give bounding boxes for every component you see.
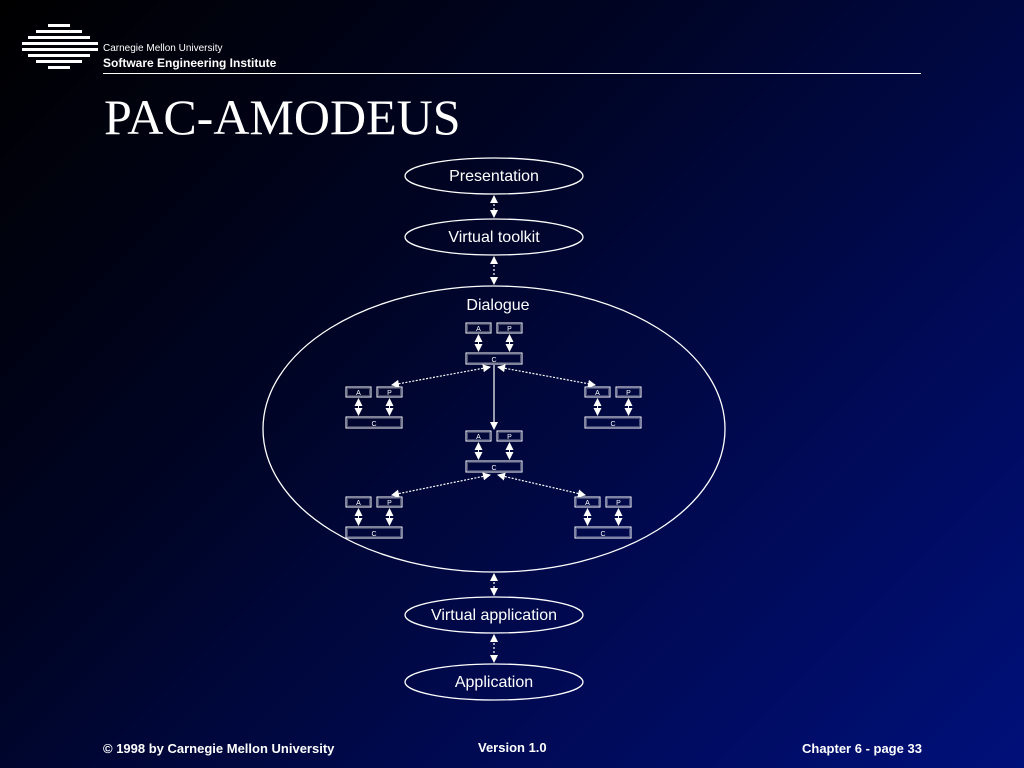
control-facet-label: C: [371, 421, 376, 428]
pac-agent-middle: A P C: [465, 430, 523, 473]
presentation-facet-label: P: [626, 390, 631, 397]
presentation-facet: [376, 386, 403, 398]
agent-link-root-to-left-1: [391, 364, 491, 388]
application-layer-node: [404, 663, 584, 701]
virtual-application-layer-label: Virtual application: [431, 607, 557, 624]
abstraction-facet-label: A: [585, 500, 590, 507]
footer-copyright: © 1998 by Carnegie Mellon University: [103, 741, 335, 756]
abstraction-facet-label: A: [476, 434, 481, 441]
agent-link-middle-to-right-2: [497, 472, 586, 498]
abstraction-facet-inner: [347, 498, 370, 506]
control-facet-label: C: [600, 531, 605, 538]
org-name-institute: Software Engineering Institute: [103, 56, 277, 70]
presentation-facet-label: P: [507, 434, 512, 441]
pac-agent-right-2: A P C: [574, 496, 632, 539]
control-facet-inner: [467, 354, 521, 363]
control-facet-inner: [586, 418, 640, 427]
abstraction-facet-inner: [586, 388, 609, 396]
pac-agent-left-2: A P C: [345, 496, 403, 539]
presentation-facet: [376, 496, 403, 508]
presentation-layer-node: [404, 157, 584, 195]
dialogue-layer-node: [262, 285, 726, 573]
presentation-facet: [605, 496, 632, 508]
control-facet-label: C: [610, 421, 615, 428]
agent-link-root-to-right-1: [497, 364, 596, 388]
abstraction-facet: [345, 386, 372, 398]
abstraction-facet-label: A: [476, 326, 481, 333]
dialogue-layer-label: Dialogue: [466, 297, 529, 314]
abstraction-facet-inner: [467, 324, 490, 332]
abstraction-facet-inner: [347, 388, 370, 396]
presentation-facet-label: P: [387, 500, 392, 507]
application-layer-label: Application: [455, 674, 533, 691]
presentation-facet: [615, 386, 642, 398]
control-facet: [465, 460, 523, 473]
abstraction-facet-label: A: [595, 390, 600, 397]
presentation-facet-inner: [607, 498, 630, 506]
control-facet-label: C: [491, 465, 496, 472]
presentation-facet-inner: [617, 388, 640, 396]
presentation-facet-inner: [378, 498, 401, 506]
abstraction-facet-label: A: [356, 390, 361, 397]
abstraction-facet: [465, 322, 492, 334]
abstraction-facet-label: A: [356, 500, 361, 507]
virtual-application-layer-node: [404, 596, 584, 634]
abstraction-facet-inner: [467, 432, 490, 440]
control-facet-inner: [347, 528, 401, 537]
abstraction-facet-inner: [576, 498, 599, 506]
presentation-facet-label: P: [616, 500, 621, 507]
presentation-layer-label: Presentation: [449, 168, 539, 185]
footer-page-number: Chapter 6 - page 33: [802, 741, 922, 756]
footer-version: Version 1.0: [478, 740, 547, 755]
header-divider: [103, 73, 921, 74]
agent-link-middle-to-left-2: [391, 472, 491, 498]
org-name-university: Carnegie Mellon University: [103, 43, 223, 54]
slide-title: PAC-AMODEUS: [104, 89, 461, 145]
presentation-facet-inner: [498, 324, 521, 332]
abstraction-facet: [345, 496, 372, 508]
control-facet: [584, 416, 642, 429]
virtual-toolkit-layer-label: Virtual toolkit: [448, 229, 540, 246]
abstraction-facet: [584, 386, 611, 398]
presentation-facet: [496, 322, 523, 334]
control-facet-label: C: [371, 531, 376, 538]
presentation-facet-label: P: [507, 326, 512, 333]
control-facet-label: C: [491, 357, 496, 364]
abstraction-facet: [465, 430, 492, 442]
pac-agent-left-1: A P C: [345, 386, 403, 429]
control-facet-inner: [576, 528, 630, 537]
abstraction-facet: [574, 496, 601, 508]
presentation-facet-inner: [378, 388, 401, 396]
pac-agent-right-1: A P C: [584, 386, 642, 429]
control-facet-inner: [347, 418, 401, 427]
control-facet: [345, 526, 403, 539]
control-facet: [465, 352, 523, 365]
sei-striped-logo-icon: [22, 24, 98, 69]
pac-agent-root: A P C: [465, 322, 523, 365]
presentation-facet: [496, 430, 523, 442]
presentation-facet-inner: [498, 432, 521, 440]
presentation-facet-label: P: [387, 390, 392, 397]
control-facet: [574, 526, 632, 539]
virtual-toolkit-layer-node: [404, 218, 584, 256]
control-facet: [345, 416, 403, 429]
control-facet-inner: [467, 462, 521, 471]
